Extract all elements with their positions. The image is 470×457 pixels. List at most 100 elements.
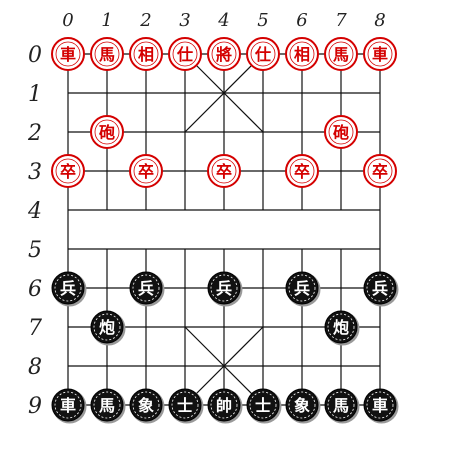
black-piece[interactable]: 車	[363, 388, 399, 424]
piece-disc	[246, 388, 280, 422]
piece-label: 仕	[254, 45, 271, 64]
piece-label: 砲	[99, 123, 115, 142]
red-piece[interactable]: 車	[363, 37, 397, 71]
column-number-label: 7	[335, 10, 347, 31]
piece-label: 卒	[372, 162, 388, 181]
red-piece[interactable]: 卒	[129, 154, 163, 188]
piece-inner-ring	[54, 391, 82, 419]
column-number-label: 5	[257, 10, 268, 31]
black-piece[interactable]: 兵	[207, 271, 243, 307]
piece-disc	[363, 37, 397, 71]
black-piece[interactable]: 馬	[90, 388, 126, 424]
piece-disc	[90, 115, 124, 149]
red-piece[interactable]: 仕	[246, 37, 280, 71]
row-number-label: 9	[28, 394, 42, 419]
black-piece[interactable]: 士	[168, 388, 204, 424]
red-piece[interactable]: 卒	[363, 154, 397, 188]
black-piece[interactable]: 兵	[51, 271, 87, 307]
piece-disc	[285, 388, 319, 422]
red-piece[interactable]: 相	[285, 37, 319, 71]
piece-inner-ring	[289, 41, 315, 67]
piece-disc	[129, 388, 163, 422]
piece-label: 兵	[60, 279, 76, 298]
black-piece[interactable]: 帥	[207, 388, 243, 424]
piece-disc	[207, 388, 241, 422]
piece-label: 帥	[216, 396, 232, 415]
piece-label: 卒	[138, 162, 154, 181]
piece-disc	[285, 271, 319, 305]
piece-label: 車	[372, 45, 388, 64]
black-piece[interactable]: 車	[51, 388, 87, 424]
piece-disc	[129, 271, 163, 305]
piece-inner-ring	[132, 391, 160, 419]
piece-label: 兵	[294, 279, 310, 298]
red-piece[interactable]: 馬	[90, 37, 124, 71]
red-piece[interactable]: 砲	[324, 115, 358, 149]
piece-label: 卒	[216, 162, 232, 181]
piece-label: 相	[294, 45, 310, 64]
piece-inner-ring	[328, 41, 354, 67]
black-piece[interactable]: 炮	[90, 310, 126, 346]
piece-inner-ring	[288, 274, 316, 302]
black-piece[interactable]: 馬	[324, 388, 360, 424]
piece-label: 砲	[333, 123, 349, 142]
red-piece[interactable]: 卒	[285, 154, 319, 188]
piece-inner-ring	[288, 391, 316, 419]
piece-disc	[129, 154, 163, 188]
row-number-label: 0	[28, 43, 42, 68]
piece-disc	[324, 310, 358, 344]
piece-disc	[363, 271, 397, 305]
piece-disc	[90, 310, 124, 344]
black-piece[interactable]: 士	[246, 388, 282, 424]
column-number-label: 6	[296, 10, 307, 31]
piece-inner-ring	[94, 41, 120, 67]
piece-inner-ring	[327, 391, 355, 419]
piece-label: 炮	[99, 318, 115, 337]
column-number-label: 2	[139, 10, 151, 31]
black-piece[interactable]: 兵	[363, 271, 399, 307]
black-piece[interactable]: 象	[129, 388, 165, 424]
piece-label: 兵	[216, 279, 232, 298]
red-piece[interactable]: 相	[129, 37, 163, 71]
row-number-label: 5	[28, 238, 42, 263]
piece-disc	[324, 388, 358, 422]
piece-inner-ring	[366, 391, 394, 419]
black-piece[interactable]: 象	[285, 388, 321, 424]
piece-inner-ring	[210, 274, 238, 302]
piece-label: 相	[138, 45, 154, 64]
piece-label: 象	[294, 396, 310, 415]
piece-label: 馬	[99, 45, 115, 64]
piece-label: 士	[255, 396, 271, 415]
piece-label: 馬	[99, 396, 115, 415]
red-piece[interactable]: 卒	[51, 154, 85, 188]
piece-inner-ring	[211, 41, 237, 67]
piece-disc	[51, 154, 85, 188]
black-piece[interactable]: 兵	[285, 271, 321, 307]
piece-disc	[51, 388, 85, 422]
column-number-label: 0	[62, 10, 73, 31]
piece-inner-ring	[249, 391, 277, 419]
red-piece[interactable]: 車	[51, 37, 85, 71]
piece-inner-ring	[93, 313, 121, 341]
piece-label: 將	[216, 45, 232, 64]
black-piece[interactable]: 炮	[324, 310, 360, 346]
piece-disc	[129, 37, 163, 71]
black-piece[interactable]: 兵	[129, 271, 165, 307]
piece-disc	[90, 37, 124, 71]
piece-disc	[207, 271, 241, 305]
red-piece[interactable]: 卒	[207, 154, 241, 188]
red-piece[interactable]: 將	[207, 37, 241, 71]
board-grid	[67, 53, 381, 406]
row-number-label: 6	[28, 277, 42, 302]
row-number-label: 4	[27, 199, 42, 224]
piece-inner-ring	[133, 41, 159, 67]
red-piece[interactable]: 馬	[324, 37, 358, 71]
red-piece[interactable]: 仕	[168, 37, 202, 71]
row-number-label: 7	[28, 316, 42, 341]
piece-label: 馬	[333, 396, 349, 415]
piece-disc	[207, 154, 241, 188]
piece-label: 仕	[176, 45, 193, 64]
red-piece[interactable]: 砲	[90, 115, 124, 149]
